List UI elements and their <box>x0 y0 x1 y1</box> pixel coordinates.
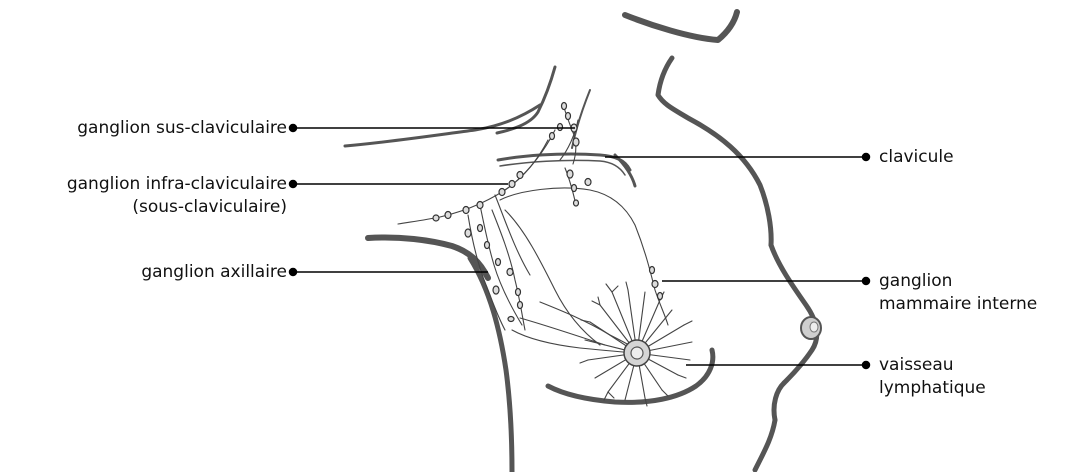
lymph-node <box>445 212 451 219</box>
lymph-node <box>507 269 513 276</box>
label-line: (sous-claviculaire) <box>67 196 287 219</box>
lymph-node <box>567 170 573 178</box>
label-line: ganglion axillaire <box>141 261 287 284</box>
lymph-node <box>499 189 505 196</box>
lymph-node <box>652 281 658 288</box>
body-outline <box>345 12 817 472</box>
lymph-node <box>518 302 523 309</box>
label-line: lymphatique <box>879 377 986 400</box>
label-vaisseau-lymphatique: vaisseau lymphatique <box>879 354 986 400</box>
lymph-node <box>508 317 514 322</box>
lymph-node <box>485 242 490 249</box>
label-ganglion-mammaire-interne: ganglion mammaire interne <box>879 270 1037 316</box>
lymph-node <box>517 172 523 179</box>
lymph-node <box>658 293 663 300</box>
lymph-node <box>496 259 501 266</box>
label-line: ganglion infra-claviculaire <box>67 173 287 196</box>
lymph-node <box>574 200 579 206</box>
lymph-node <box>573 138 579 146</box>
lymph-node <box>433 215 439 221</box>
areola <box>624 340 650 366</box>
lymph-node <box>566 113 571 120</box>
label-line: clavicule <box>879 146 954 169</box>
lymph-node <box>572 185 577 192</box>
lymph-node <box>585 179 591 186</box>
label-clavicule: clavicule <box>879 146 954 169</box>
lymph-node <box>463 207 469 214</box>
lymph-node <box>562 103 567 110</box>
lymph-node <box>465 229 471 237</box>
lymph-node <box>509 181 515 188</box>
lymph-node <box>558 124 563 131</box>
label-ganglion-sus-claviculaire: ganglion sus-claviculaire <box>77 117 287 140</box>
nipple-right <box>801 317 821 339</box>
lymph-node <box>493 286 499 294</box>
lymph-node <box>477 202 483 209</box>
lymph-node <box>550 133 555 140</box>
label-ganglion-infra-claviculaire: ganglion infra-claviculaire (sous-clavic… <box>67 173 287 219</box>
lymph-node <box>478 225 483 232</box>
label-ganglion-axillaire: ganglion axillaire <box>141 261 287 284</box>
lymph-node <box>650 267 655 274</box>
lymph-node <box>516 289 521 296</box>
label-line: vaisseau <box>879 354 986 377</box>
label-line: ganglion sus-claviculaire <box>77 117 287 140</box>
label-line: mammaire interne <box>879 293 1037 316</box>
label-line: ganglion <box>879 270 1037 293</box>
